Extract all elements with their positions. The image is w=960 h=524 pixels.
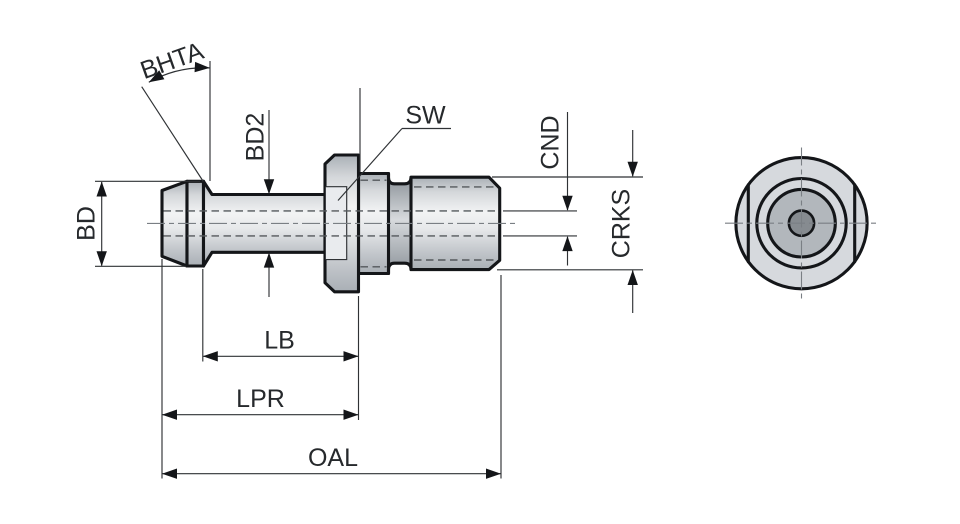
dimension-bd: BD [73, 180, 200, 267]
label-lpr: LPR [236, 385, 285, 413]
dimension-bhta: BHTA [137, 37, 211, 182]
dimension-bd2: BD2 [242, 110, 275, 297]
dimension-cnd: CND [503, 112, 577, 266]
pull-stud-profile [147, 153, 516, 294]
side-view: BHTA BD BD2 SW [73, 37, 643, 479]
dimension-lb: LB [202, 269, 360, 420]
label-lb: LB [264, 327, 295, 355]
label-bd: BD [73, 206, 101, 241]
label-bhta: BHTA [137, 37, 208, 85]
dimension-lpr: LPR [161, 259, 359, 479]
dimension-crks: CRKS [492, 130, 643, 313]
label-bd2: BD2 [242, 113, 270, 162]
label-cnd: CND [537, 115, 565, 169]
groove-contour-top [386, 171, 413, 186]
dimension-oal: OAL [162, 275, 502, 479]
end-view [725, 147, 878, 300]
label-sw: SW [405, 102, 446, 130]
groove-contour-bottom [386, 261, 413, 276]
label-crks: CRKS [608, 189, 636, 258]
label-oal: OAL [308, 444, 358, 472]
dimension-sw: SW [337, 102, 451, 201]
threaded-body [409, 175, 502, 272]
